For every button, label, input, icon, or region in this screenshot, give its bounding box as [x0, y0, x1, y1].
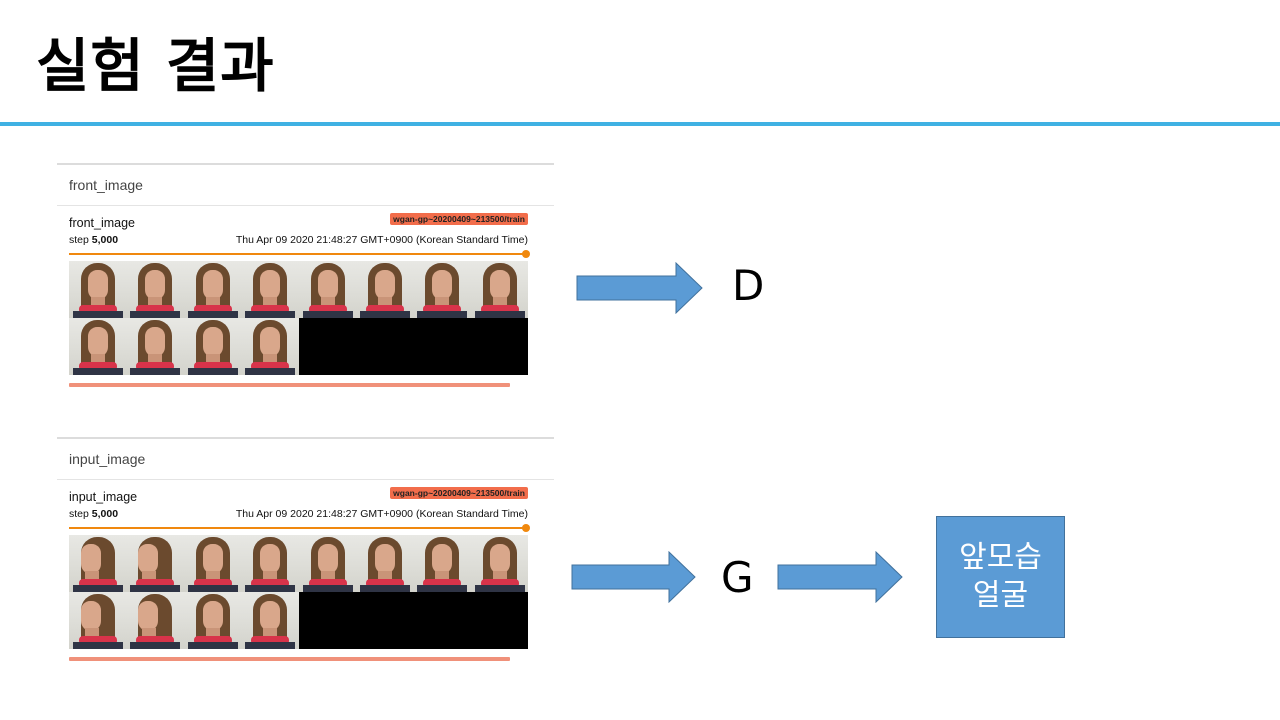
image-grid	[69, 261, 528, 375]
empty-cell	[413, 318, 471, 375]
panel-header[interactable]: input_image	[69, 451, 146, 467]
result-label-line2: 얼굴	[972, 578, 1029, 613]
face-thumbnail	[470, 535, 528, 592]
face-thumbnail	[126, 318, 184, 375]
face-thumbnail	[241, 261, 299, 318]
step-value: 5,000	[91, 234, 119, 246]
face-thumbnail	[126, 592, 184, 649]
card-bottom-bar[interactable]	[69, 657, 510, 661]
timestamp: Thu Apr 09 2020 21:48:27 GMT+0900 (Korea…	[235, 508, 528, 520]
face-thumbnail	[413, 261, 471, 318]
empty-cell	[413, 592, 471, 649]
generator-label: G	[721, 553, 754, 602]
empty-cell	[470, 318, 528, 375]
face-thumbnail	[241, 535, 299, 592]
face-thumbnail	[298, 261, 356, 318]
empty-cell	[355, 592, 414, 649]
arrow-to-g-icon	[571, 551, 696, 603]
discriminator-label: D	[732, 261, 765, 310]
face-thumbnail	[470, 261, 528, 318]
face-thumbnail	[69, 535, 127, 592]
result-label-line1: 앞모습	[959, 540, 1042, 575]
step-label: step 5,000	[69, 234, 119, 246]
empty-cell	[470, 592, 528, 649]
face-thumbnail	[126, 535, 184, 592]
step-slider[interactable]	[69, 250, 530, 258]
face-thumbnail	[126, 261, 184, 318]
step-label: step 5,000	[69, 508, 119, 520]
card-tag-name: front_image	[69, 216, 136, 230]
run-badge: wgan-gp~20200409~213500/train	[390, 213, 528, 225]
input-image-panel: input_image input_image wgan-gp~20200409…	[57, 437, 554, 667]
card-tag-name: input_image	[69, 490, 138, 504]
face-thumbnail	[355, 535, 414, 592]
step-slider[interactable]	[69, 524, 530, 532]
front-image-panel: front_image front_image wgan-gp~20200409…	[57, 163, 554, 393]
image-grid	[69, 535, 528, 649]
arrow-to-result-icon	[777, 551, 903, 603]
arrow-to-d-icon	[576, 262, 703, 314]
face-thumbnail	[69, 261, 127, 318]
slide-title: 실험 결과	[36, 32, 275, 100]
empty-cell	[298, 318, 356, 375]
face-thumbnail	[298, 535, 356, 592]
face-thumbnail	[183, 318, 242, 375]
face-thumbnail	[183, 592, 242, 649]
slider-thumb[interactable]	[522, 250, 530, 258]
face-thumbnail	[413, 535, 471, 592]
face-thumbnail	[241, 592, 299, 649]
face-thumbnail	[241, 318, 299, 375]
step-value: 5,000	[91, 508, 119, 520]
title-divider	[0, 122, 1280, 126]
frontal-face-result-box: 앞모습 얼굴	[936, 516, 1065, 638]
slider-thumb[interactable]	[522, 524, 530, 532]
empty-cell	[298, 592, 356, 649]
panel-header-bar: front_image	[57, 163, 554, 206]
face-thumbnail	[183, 535, 242, 592]
card-bottom-bar[interactable]	[69, 383, 510, 387]
empty-cell	[355, 318, 414, 375]
panel-header[interactable]: front_image	[69, 177, 143, 193]
face-thumbnail	[355, 261, 414, 318]
face-thumbnail	[183, 261, 242, 318]
timestamp: Thu Apr 09 2020 21:48:27 GMT+0900 (Korea…	[235, 234, 528, 246]
face-thumbnail	[69, 592, 127, 649]
face-thumbnail	[69, 318, 127, 375]
run-badge: wgan-gp~20200409~213500/train	[390, 487, 528, 499]
panel-header-bar: input_image	[57, 437, 554, 480]
